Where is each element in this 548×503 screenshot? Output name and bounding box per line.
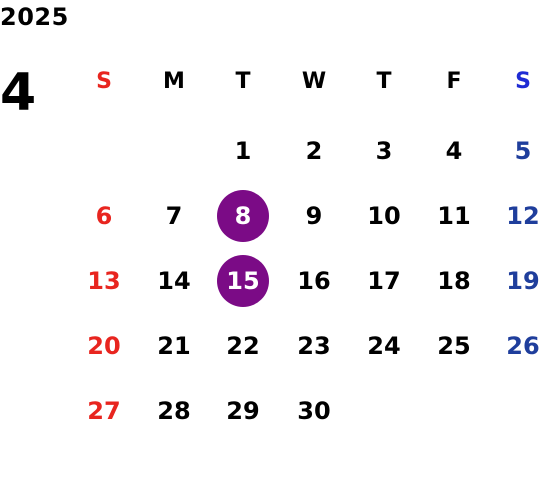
day-cell[interactable]: 11 xyxy=(437,202,471,230)
weekday-tue: T xyxy=(235,68,251,94)
day-cell-highlighted[interactable]: 15 xyxy=(217,255,269,307)
day-cell[interactable]: 1 xyxy=(234,137,252,165)
day-cell[interactable]: 27 xyxy=(87,397,121,425)
day-cell[interactable]: 28 xyxy=(157,397,191,425)
day-cell[interactable]: 2 xyxy=(305,137,323,165)
month-label: 4 xyxy=(0,63,37,123)
day-cell[interactable]: 5 xyxy=(514,137,532,165)
day-cell[interactable]: 26 xyxy=(506,332,540,360)
weekday-sat: S xyxy=(515,68,531,94)
year-label: 2025 xyxy=(0,3,69,31)
day-cell[interactable]: 13 xyxy=(87,267,121,295)
day-cell[interactable]: 9 xyxy=(305,202,323,230)
day-cell[interactable]: 20 xyxy=(87,332,121,360)
day-cell[interactable]: 14 xyxy=(157,267,191,295)
day-cell[interactable]: 30 xyxy=(297,397,331,425)
day-cell[interactable]: 23 xyxy=(297,332,331,360)
day-cell[interactable]: 24 xyxy=(367,332,401,360)
day-cell[interactable]: 29 xyxy=(226,397,260,425)
day-cell[interactable]: 4 xyxy=(445,137,463,165)
day-cell[interactable]: 16 xyxy=(297,267,331,295)
day-cell[interactable]: 10 xyxy=(367,202,401,230)
day-cell[interactable]: 12 xyxy=(506,202,540,230)
day-cell[interactable]: 3 xyxy=(375,137,393,165)
weekday-mon: M xyxy=(163,68,185,94)
weekday-thu: T xyxy=(376,68,392,94)
day-cell-highlighted[interactable]: 8 xyxy=(217,190,269,242)
weekday-sun: S xyxy=(96,68,112,94)
day-cell[interactable]: 21 xyxy=(157,332,191,360)
day-cell[interactable]: 18 xyxy=(437,267,471,295)
day-cell[interactable]: 7 xyxy=(165,202,183,230)
day-cell[interactable]: 17 xyxy=(367,267,401,295)
day-cell[interactable]: 25 xyxy=(437,332,471,360)
weekday-wed: W xyxy=(301,68,327,94)
day-cell[interactable]: 22 xyxy=(226,332,260,360)
day-cell[interactable]: 6 xyxy=(95,202,113,230)
day-cell[interactable]: 19 xyxy=(506,267,540,295)
weekday-fri: F xyxy=(446,68,462,94)
